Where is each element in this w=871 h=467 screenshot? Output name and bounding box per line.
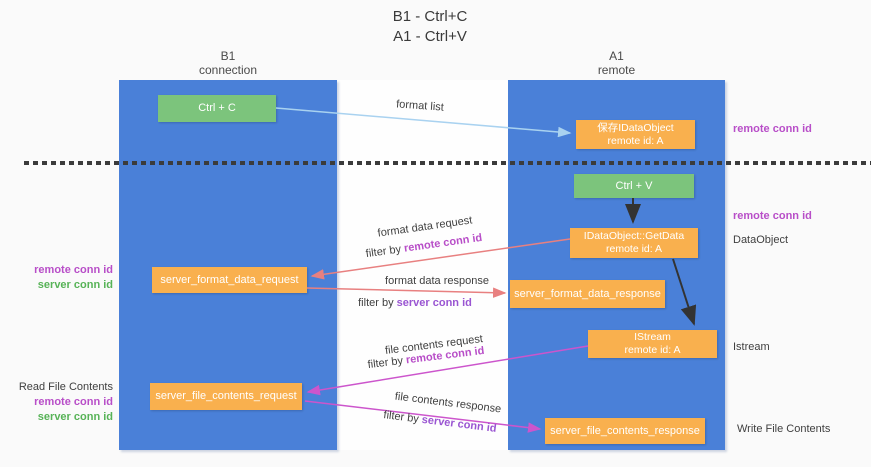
- lane-header-b1: B1 connection: [119, 49, 337, 77]
- right-label-write-file-contents: Write File Contents: [737, 423, 831, 435]
- dashed-separator: [24, 161, 871, 165]
- node-server-format-data-response: server_format_data_response: [510, 280, 665, 308]
- right-label-dataobject: DataObject: [733, 234, 789, 246]
- right-label-remote-conn-id-top: remote conn id: [733, 123, 812, 135]
- node-ctrl-v-label: Ctrl + V: [615, 179, 653, 192]
- node-istream: IStream remote id: A: [588, 330, 717, 358]
- node-istream-subtitle: remote id: A: [624, 344, 681, 356]
- node-server-format-data-request: server_format_data_request: [152, 267, 307, 293]
- right-label-remote-conn-id-mid: remote conn id: [733, 210, 812, 222]
- left-label-remote-conn-id: remote conn id: [34, 264, 113, 276]
- node-getdata-title: IDataObject::GetData: [583, 230, 685, 242]
- lane-b1-name: B1: [220, 49, 236, 63]
- lane-b1-role: connection: [198, 63, 258, 77]
- left-label-remote-conn-id-2: remote conn id: [34, 396, 113, 408]
- lane-header-a1: A1 remote: [508, 49, 725, 77]
- lane-a1-role: remote: [597, 63, 636, 77]
- node-server-file-contents-response: server_file_contents_response: [545, 418, 705, 444]
- diagram-title: B1 - Ctrl+C A1 - Ctrl+V: [330, 7, 530, 47]
- filter-by-text: filter by: [358, 297, 394, 309]
- node-ctrl-v: Ctrl + V: [574, 174, 694, 198]
- server-conn-id-text: server conn id: [396, 297, 472, 309]
- node-save-dataobject-subtitle: remote id: A: [607, 134, 664, 147]
- right-label-istream: Istream: [733, 341, 770, 353]
- left-label-server-conn-id-2: server conn id: [37, 411, 113, 423]
- node-ctrl-c-label: Ctrl + C: [198, 102, 236, 114]
- node-getdata: IDataObject::GetData remote id: A: [570, 228, 698, 258]
- left-label-read-file-contents: Read File Contents: [18, 381, 113, 393]
- lane-a1-name: A1: [609, 49, 624, 63]
- node-save-dataobject-title: 保存IDataObject: [597, 121, 674, 134]
- node-server-format-data-request-label: server_format_data_request: [160, 273, 299, 286]
- node-server-file-contents-request: server_file_contents_request: [150, 383, 302, 410]
- node-ctrl-c: Ctrl + C: [158, 95, 276, 122]
- node-server-format-data-response-label: server_format_data_response: [514, 287, 661, 300]
- edge-label-filter-server-1: filter by server conn id: [330, 297, 500, 309]
- node-istream-title: IStream: [634, 331, 671, 343]
- node-getdata-subtitle: remote id: A: [605, 243, 663, 255]
- edge-label-format-data-response: format data response: [385, 275, 489, 287]
- node-server-file-contents-response-label: server_file_contents_response: [550, 424, 700, 437]
- node-server-file-contents-request-label: server_file_contents_request: [155, 390, 297, 402]
- node-save-dataobject: 保存IDataObject remote id: A: [576, 120, 695, 149]
- diagram-title-line2: A1 - Ctrl+V: [393, 28, 467, 45]
- diagram-title-line1: B1 - Ctrl+C: [392, 8, 468, 25]
- left-label-server-conn-id: server conn id: [37, 279, 113, 291]
